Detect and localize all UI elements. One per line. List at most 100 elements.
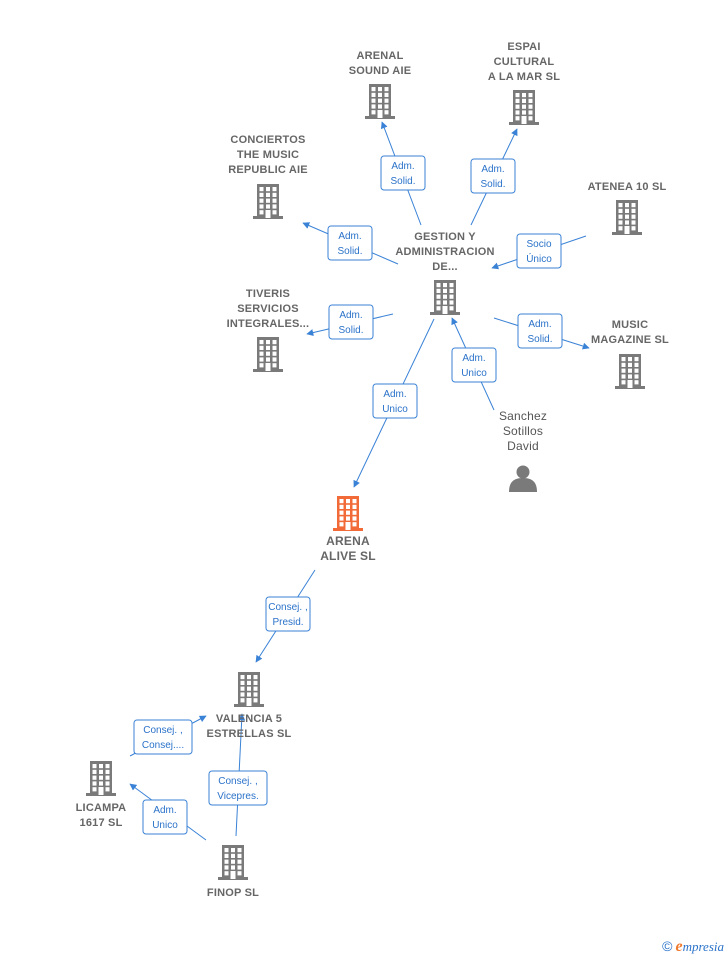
node-label-text: SERVICIOS bbox=[237, 303, 299, 315]
nodes-layer: ARENAL SOUND AIE ESPAI CULTURAL A LA MAR SL C… bbox=[76, 41, 669, 899]
node-label-text: ESPAI bbox=[507, 41, 540, 53]
edge-label-box bbox=[372, 383, 418, 419]
node-valencia[interactable]: VALENCIA 5 ESTRELLAS SL bbox=[207, 672, 292, 740]
node-finop[interactable]: FINOP SL bbox=[207, 845, 259, 899]
edge-label-text: Unico bbox=[152, 820, 178, 831]
edge-label-box bbox=[265, 596, 311, 632]
edge-label-text: Vicepres. bbox=[217, 791, 259, 802]
edge-label-finop-to-licampa[interactable]: Adm. Unico bbox=[142, 799, 188, 835]
node-label-text: GESTION Y bbox=[414, 231, 476, 243]
node-label-text: THE MUSIC bbox=[237, 149, 299, 161]
edge-label-text: Adm. bbox=[391, 161, 414, 172]
edge-label-text: Solid. bbox=[390, 176, 415, 187]
edge-label-text: Consej. , bbox=[218, 776, 257, 787]
edge-label-gestion-to-music[interactable]: Adm.Solid. bbox=[517, 313, 563, 349]
node-label-text: CONCIERTOS bbox=[230, 134, 305, 146]
edge-label-box bbox=[142, 799, 188, 835]
node-label-text: CULTURAL bbox=[494, 56, 555, 68]
node-label-text: FINOP SL bbox=[207, 887, 259, 899]
node-label-text: VALENCIA 5 bbox=[216, 713, 282, 725]
node-label-text: DE... bbox=[432, 261, 457, 273]
edge-label-gestion-to-espai[interactable]: Adm. Solid. bbox=[470, 158, 516, 194]
edge-label-box bbox=[470, 158, 516, 194]
node-tiveris[interactable]: TIVERIS SERVICIOS INTEGRALES... bbox=[227, 288, 310, 372]
edge-label-text: Unico bbox=[382, 404, 408, 415]
brand-footer: ©empresia bbox=[662, 938, 724, 956]
brand-logo-initial: e bbox=[675, 938, 683, 955]
node-label-text: A LA MAR SL bbox=[488, 71, 560, 83]
building-icon bbox=[253, 184, 283, 219]
node-licampa[interactable]: LICAMPA 1617 SL bbox=[76, 761, 127, 829]
node-label-text: ESTRELLAS SL bbox=[207, 728, 292, 740]
edge-label-box bbox=[208, 770, 268, 806]
edge-label-gestion-to-tiveris[interactable]: Adm. Solid. bbox=[328, 304, 374, 340]
edge-label-box bbox=[380, 155, 426, 191]
node-label-text: ARENAL bbox=[356, 50, 403, 62]
edge-label-text: Solid. bbox=[480, 179, 505, 190]
edge-labels-layer: Adm. Solid. Adm. Solid. Adm. Solid. SocioÚnico… bbox=[133, 155, 563, 835]
node-arenal[interactable]: ARENAL SOUND AIE bbox=[349, 50, 412, 119]
edge-label-text: Adm. bbox=[462, 353, 485, 364]
edge-label-text: Socio bbox=[526, 239, 551, 250]
node-label-text: TIVERIS bbox=[246, 288, 290, 300]
building-icon bbox=[612, 200, 642, 235]
node-label-text: Sotillos bbox=[503, 424, 543, 438]
edge-label-gestion-to-arenal[interactable]: Adm. Solid. bbox=[380, 155, 426, 191]
node-label-text: LICAMPA bbox=[76, 802, 127, 814]
node-label-text: ARENA bbox=[326, 534, 370, 548]
edge-label-gestion-to-arena[interactable]: Adm. Unico bbox=[372, 383, 418, 419]
edge-label-text: Solid. bbox=[338, 325, 363, 336]
edge-label-box bbox=[327, 225, 373, 261]
edge-label-text: Presid. bbox=[272, 617, 303, 628]
edge-label-box bbox=[517, 313, 563, 349]
building-icon bbox=[234, 672, 264, 707]
building-icon bbox=[333, 496, 363, 531]
node-label-text: ATENEA 10 SL bbox=[588, 181, 667, 193]
copyright-icon: © bbox=[662, 938, 673, 954]
edge-label-text: Adm. bbox=[481, 164, 504, 175]
edge-label-gestion-to-conciertos[interactable]: Adm. Solid. bbox=[327, 225, 373, 261]
edge-label-text: Solid. bbox=[527, 334, 552, 345]
node-label-text: David bbox=[507, 439, 539, 453]
edge-label-text: Único bbox=[526, 252, 552, 265]
building-icon bbox=[86, 761, 116, 796]
edge-label-licampa-to-valencia[interactable]: Consej. , Consej.... bbox=[133, 719, 193, 755]
node-label-text: ALIVE SL bbox=[320, 549, 376, 563]
edge-label-box bbox=[516, 233, 562, 269]
building-icon bbox=[615, 354, 645, 389]
node-label-text: SOUND AIE bbox=[349, 65, 412, 77]
edge-label-arena-to-valencia[interactable]: Consej. ,Presid. bbox=[265, 596, 311, 632]
edge-label-sanchez-to-gestion[interactable]: Adm.Unico bbox=[451, 347, 497, 383]
building-icon bbox=[430, 280, 460, 315]
brand-logo-text: mpresia bbox=[682, 939, 724, 954]
building-icon bbox=[253, 337, 283, 372]
node-espai[interactable]: ESPAI CULTURAL A LA MAR SL bbox=[488, 41, 560, 125]
node-label-text: Sanchez bbox=[499, 409, 547, 423]
edge-label-text: Adm. bbox=[338, 231, 361, 242]
node-label-text: MAGAZINE SL bbox=[591, 334, 669, 346]
node-atenea[interactable]: ATENEA 10 SL bbox=[588, 181, 667, 235]
edge-label-text: Consej.... bbox=[142, 740, 184, 751]
edge-label-box bbox=[328, 304, 374, 340]
building-icon bbox=[509, 90, 539, 125]
edge-label-box bbox=[451, 347, 497, 383]
node-label-text: ADMINISTRACION bbox=[395, 246, 494, 258]
edge-label-text: Solid. bbox=[337, 246, 362, 257]
node-label-text: REPUBLIC AIE bbox=[228, 164, 308, 176]
node-label-text: INTEGRALES... bbox=[227, 318, 310, 330]
building-icon bbox=[365, 84, 395, 119]
edge-label-finop-to-valencia[interactable]: Consej. , Vicepres. bbox=[208, 770, 268, 806]
node-gestion[interactable]: GESTION Y ADMINISTRACION DE... bbox=[395, 231, 494, 315]
node-label-text: 1617 SL bbox=[80, 817, 123, 829]
edge-label-text: Adm. bbox=[339, 310, 362, 321]
edge-label-text: Adm. bbox=[153, 805, 176, 816]
edge-label-text: Adm. bbox=[383, 389, 406, 400]
building-icon bbox=[218, 845, 248, 880]
edge-label-text: Consej. , bbox=[143, 725, 182, 736]
node-conciertos[interactable]: CONCIERTOS THE MUSIC REPUBLIC AIE bbox=[228, 134, 308, 219]
